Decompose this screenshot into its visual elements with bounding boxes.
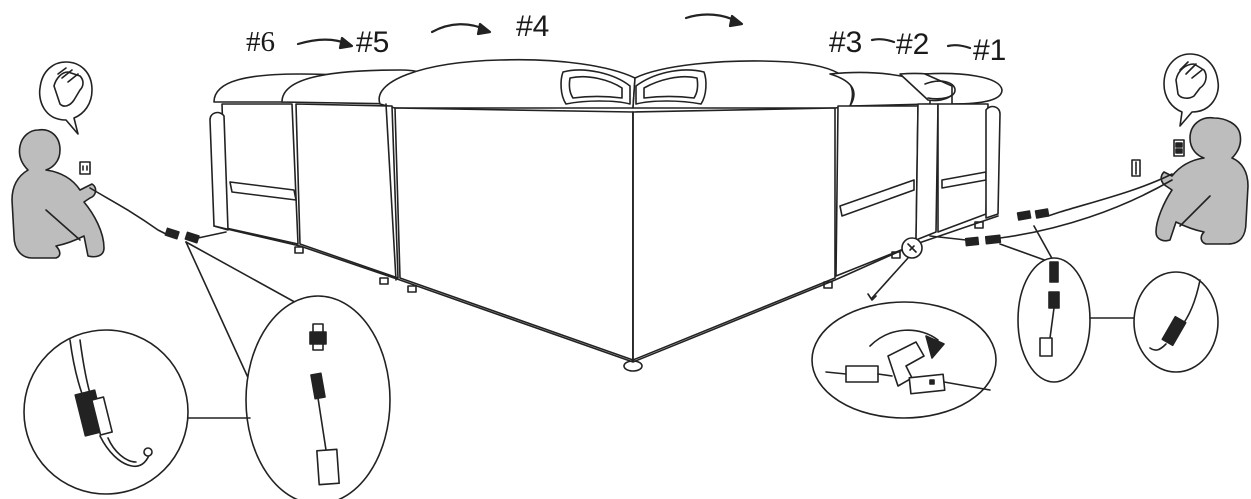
- pillow-left-inner: [568, 75, 623, 99]
- callout-leader: [999, 243, 1051, 263]
- section-label-2: #2: [896, 28, 930, 61]
- sofa: [209, 58, 1003, 372]
- arrow-2-to-1: [946, 44, 972, 50]
- right-power-cord-2: [999, 179, 1173, 239]
- module-1-arm: [985, 105, 1001, 219]
- section-label-3: #3: [829, 26, 863, 59]
- connector-detail-circle-right: [1017, 257, 1091, 383]
- sofa-front-right-face: [632, 107, 836, 361]
- left-person-icon: [11, 61, 227, 259]
- section-label-1: #1: [973, 34, 1007, 67]
- sofa-foot: [891, 251, 901, 259]
- left-connector-icon: [164, 227, 200, 244]
- latch-marker-detail: [907, 243, 917, 253]
- pillow-right-inner: [643, 75, 699, 99]
- module-6-arm: [209, 111, 229, 231]
- right-person-icon: [929, 53, 1249, 247]
- right-outlet-icon: [1173, 139, 1185, 157]
- sofa-foot: [974, 221, 984, 229]
- sofa-foot: [379, 277, 389, 285]
- sofa-foot: [823, 281, 833, 289]
- left-hand-icon: [53, 67, 84, 107]
- sofa-foot: [294, 246, 304, 254]
- right-power-cord: [1047, 173, 1173, 217]
- latch-rotate-arrow: [869, 329, 939, 347]
- cable-detail-connector-icon: [69, 339, 153, 468]
- section-label-6: #6: [246, 26, 275, 58]
- cable-detail-connector-icon-right: [1149, 279, 1201, 351]
- module-2-face: [915, 103, 939, 241]
- right-callouts: [811, 225, 1219, 419]
- arrow-3-to-2: [870, 38, 896, 44]
- left-outlet-icon: [79, 161, 91, 175]
- module-5-face: [295, 103, 399, 279]
- right-person-body: [1155, 116, 1249, 245]
- left-person-leg-line: [45, 209, 81, 241]
- callout-leader: [185, 241, 251, 383]
- latch-leader-arrowhead: [867, 293, 877, 301]
- right-cord-to-sofa: [929, 235, 967, 241]
- pillow-right: [635, 69, 707, 105]
- module-6-seat: [229, 181, 297, 201]
- sofa-foot: [623, 360, 643, 372]
- headrest-1: [924, 80, 956, 100]
- left-callouts: [23, 241, 391, 499]
- module-1-face: [937, 103, 989, 233]
- section-label-4: #4: [516, 10, 550, 43]
- module-3-seat: [839, 179, 915, 217]
- sofa-front-left-face: [394, 107, 634, 361]
- connector-detail-plug-icon: [309, 323, 340, 486]
- right-hand-icon: [1175, 61, 1207, 99]
- callout-leader: [1033, 225, 1055, 263]
- right-connector-icon: [964, 208, 1050, 247]
- pillow-left: [560, 69, 631, 105]
- section-arrows: [296, 13, 972, 50]
- right-person-leg-line: [1179, 195, 1211, 227]
- latch-leader-line: [871, 257, 909, 299]
- module-6-face: [221, 103, 299, 245]
- latch-connector-icon: [825, 329, 991, 395]
- connector-detail-plug-icon-right: [1039, 261, 1060, 357]
- section-label-5: #5: [356, 26, 390, 59]
- sofa-foot: [407, 285, 417, 293]
- right-plug-icon: [1131, 159, 1141, 177]
- left-cord-to-sofa: [197, 231, 227, 239]
- left-person-body: [11, 128, 105, 259]
- left-power-cord: [89, 187, 171, 237]
